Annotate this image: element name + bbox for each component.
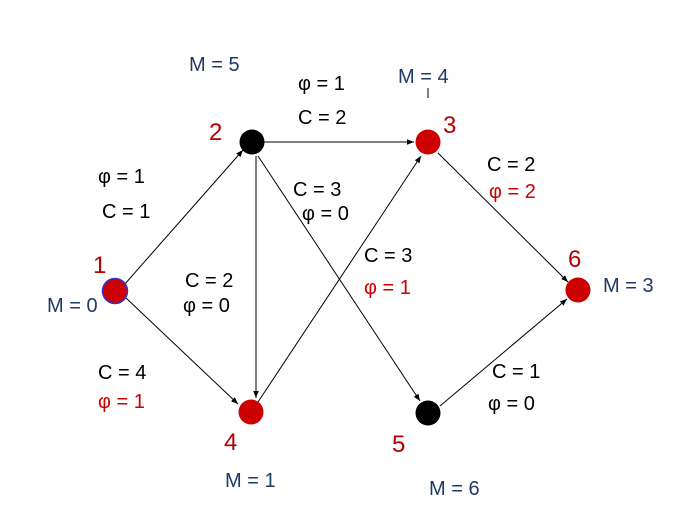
mark-node-4: M = 1 <box>225 470 276 492</box>
node-2 <box>239 129 265 155</box>
node-id-labels: 1 2 3 4 5 6 <box>93 112 581 458</box>
node-1 <box>101 277 129 305</box>
edge-2-3-flow: φ = 1 <box>298 73 345 95</box>
node-1-id: 1 <box>93 252 106 279</box>
node-2-id: 2 <box>209 119 222 146</box>
edge-4-3-flow: φ = 1 <box>364 277 411 299</box>
edge-1-2 <box>123 149 244 286</box>
edge-4-3-capacity: C = 3 <box>364 245 412 267</box>
nodes <box>101 129 591 426</box>
node-5 <box>415 400 441 426</box>
edge-1-4-flow: φ = 1 <box>98 391 145 413</box>
edge-3-6-flow: φ = 2 <box>489 181 536 203</box>
edge-2-4-flow: φ = 0 <box>183 295 230 317</box>
node-4-id: 4 <box>224 429 237 456</box>
edge-1-4-capacity: C = 4 <box>98 362 146 384</box>
edge-5-6-flow: φ = 0 <box>488 393 535 415</box>
edge-2-3-capacity: C = 2 <box>298 107 346 129</box>
edge-1-4 <box>125 297 239 405</box>
node-6-id: 6 <box>568 246 581 273</box>
edge-1-2-flow: φ = 1 <box>98 166 145 188</box>
edge-1-2-capacity: C = 1 <box>102 201 150 223</box>
edge-2-5-capacity: C = 3 <box>293 179 341 201</box>
edge-5-6 <box>439 298 568 407</box>
node-4 <box>238 399 264 425</box>
node-marks: M = 0 M = 5 M = 4 M = 1 M = 6 M = 3 <box>47 54 654 500</box>
edge-2-5-flow: φ = 0 <box>302 203 349 225</box>
node-3-id: 3 <box>443 112 456 139</box>
mark-node-1: M = 0 <box>47 295 98 317</box>
edge-2-4-capacity: C = 2 <box>185 270 233 292</box>
mark-node-5: M = 6 <box>429 478 480 500</box>
node-5-id: 5 <box>392 431 405 458</box>
edge-labels: φ = 1 C = 1 C = 4 φ = 1 φ = 1 C = 2 C = … <box>98 73 540 415</box>
mark-node-2: M = 5 <box>189 54 240 76</box>
edge-2-5 <box>257 155 421 402</box>
mark-node-6: M = 3 <box>603 275 654 297</box>
edge-5-6-capacity: C = 1 <box>492 361 540 383</box>
edges <box>123 88 569 407</box>
edge-4-3 <box>257 155 422 403</box>
node-3 <box>415 129 441 155</box>
edge-3-6-capacity: C = 2 <box>487 154 535 176</box>
node-6 <box>565 277 591 303</box>
mark-node-3: M = 4 <box>398 66 449 88</box>
edge-3-6 <box>437 152 569 283</box>
